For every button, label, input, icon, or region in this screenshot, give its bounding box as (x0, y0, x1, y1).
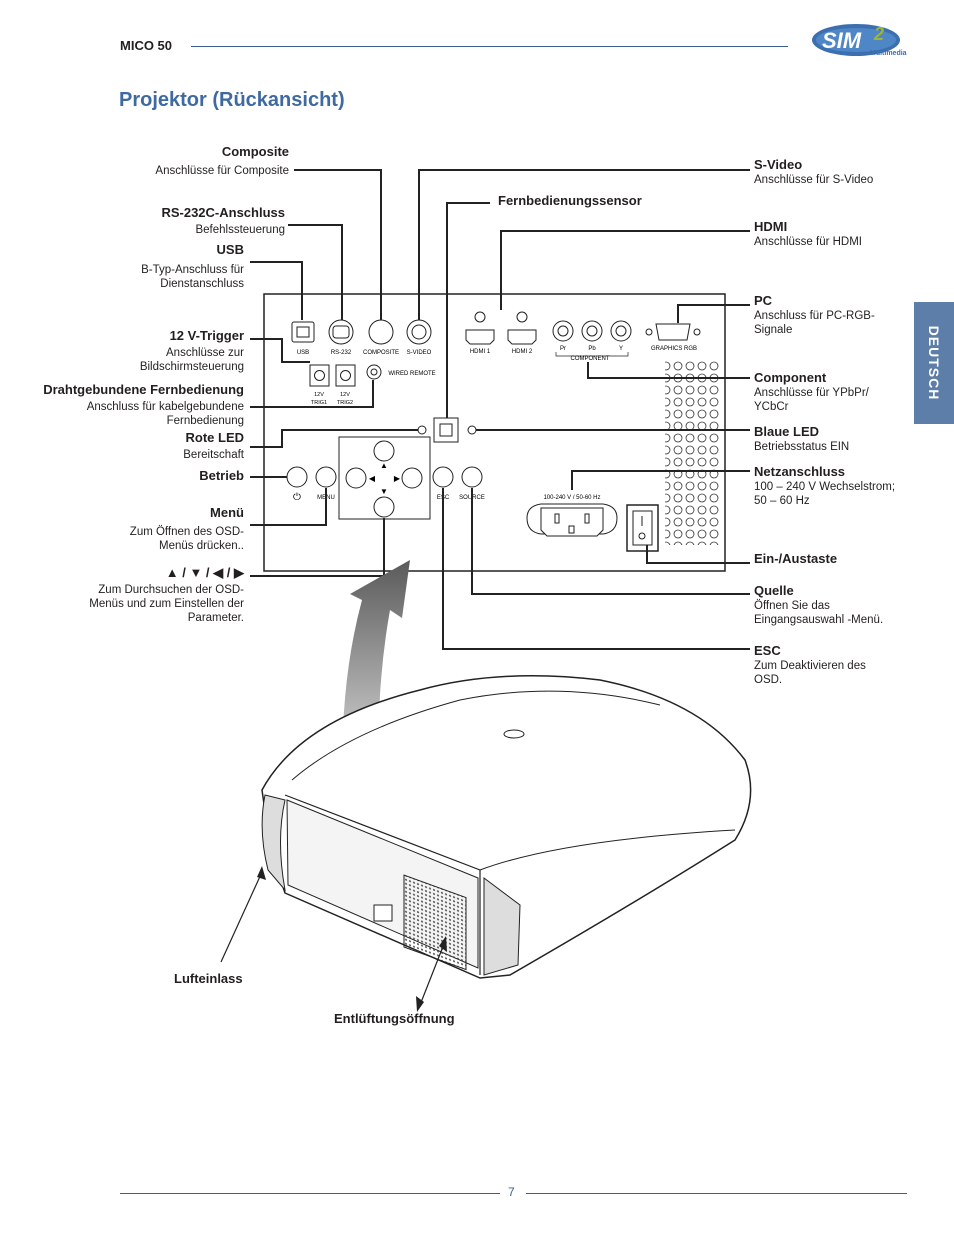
redled-desc: Bereitschaft (183, 449, 244, 461)
svg-text:12V: 12V (314, 392, 324, 398)
usb-desc: B-Typ-Anschluss für Dienstanschluss (141, 264, 244, 290)
svg-text:SIM: SIM (822, 28, 862, 53)
hdmi-label: HDMI (754, 219, 788, 234)
wired-label: Drahtgebundene Fernbedienung (43, 382, 244, 397)
panel-usb-label: USB (297, 350, 309, 356)
svideo-desc: Anschlüsse für S-Video (754, 174, 874, 186)
menu-desc: Zum Öffnen des OSD-Menüs drücken.. (129, 526, 244, 552)
panel-pb-label: Pb (588, 346, 596, 352)
panel-graphics-label: GRAPHICS RGB (651, 346, 697, 352)
footer-rule-left (120, 1193, 500, 1194)
model-name: MICO 50 (120, 38, 173, 53)
svg-text:⏻: ⏻ (293, 492, 301, 503)
panel-rs232-label: RS-232 (331, 350, 352, 356)
svg-text:▼: ▼ (380, 487, 388, 496)
menu-label: Menü (210, 505, 244, 520)
composite-label: Composite (221, 144, 289, 159)
intake-label: Lufteinlass (174, 971, 243, 986)
panel-hdmi2-label: HDMI 2 (512, 349, 533, 355)
svg-text:▲: ▲ (380, 461, 388, 470)
svg-text:TRIG2: TRIG2 (337, 400, 353, 406)
svideo-label: S-Video (754, 157, 803, 172)
arrows-desc: Zum Durchsuchen der OSD-Menüs und zum Ei… (89, 584, 244, 624)
trigger-label: 12 V-Trigger (169, 328, 244, 343)
component-desc: Anschlüsse für YPbPr/ YCbCr (754, 387, 869, 413)
redled-label: Rote LED (185, 430, 245, 445)
esc-label: ESC (754, 643, 781, 658)
svg-text:Multimedia: Multimedia (870, 50, 907, 57)
panel-y-label: Y (619, 346, 623, 352)
betrieb-label: Betrieb (199, 468, 244, 483)
panel-pr-label: Pr (560, 346, 566, 352)
arrows-label: ▲ / ▼ / ◀ / ▶ (165, 565, 244, 580)
pc-label: PC (754, 293, 773, 308)
footer-rule-right (526, 1193, 907, 1194)
blueled-desc: Betriebsstatus EIN (754, 441, 850, 453)
svg-text:TRIG1: TRIG1 (311, 400, 327, 406)
svg-text:12V: 12V (340, 392, 350, 398)
usb-label: USB (216, 242, 244, 257)
page-number: 7 (508, 1185, 515, 1199)
switch-label: Ein-/Austaste (754, 551, 838, 566)
page-title: Projektor (Rückansicht) (119, 89, 345, 111)
rs232-desc: Befehlssteuerung (195, 224, 285, 236)
panel-composite-label: COMPOSITE (363, 350, 399, 356)
panel-voltage-label: 100-240 V / 50-60 Hz (543, 495, 600, 501)
wired-desc: Anschluss für kabelgebundene Fernbedienu… (86, 401, 244, 427)
blueled-label: Blaue LED (754, 424, 820, 439)
header-rule (191, 46, 788, 47)
sensor-label: Fernbedienungssensor (498, 193, 642, 208)
panel-component-label: COMPONENT (571, 356, 610, 362)
vent-label: Entlüftungsöffnung (334, 1011, 455, 1026)
svg-text:▶: ▶ (394, 474, 401, 483)
rs232-label: RS-232C-Anschluss (161, 205, 285, 220)
panel-hdmi1-label: HDMI 1 (470, 349, 491, 355)
svg-text:2: 2 (873, 24, 884, 44)
trigger-desc: Anschlüsse zur Bildschirmsteuerung (139, 347, 244, 373)
panel-wired-label: WIRED REMOTE (388, 371, 435, 377)
esc-desc: Zum Deaktivieren des OSD. (754, 660, 866, 686)
svg-text:◀: ◀ (369, 474, 376, 483)
source-desc: Öffnen Sie das Eingangsauswahl -Menü. (754, 600, 884, 626)
source-label: Quelle (754, 583, 794, 598)
brand-logo: SIM 2 Multimedia (812, 24, 907, 57)
projector-illustration (261, 675, 752, 979)
panel-svideo-label: S-VIDEO (407, 350, 432, 356)
power-label: Netzanschluss (754, 464, 846, 479)
composite-desc: Anschlüsse für Composite (155, 165, 289, 177)
hdmi-desc: Anschlüsse für HDMI (754, 236, 863, 248)
language-tab: DEUTSCH (914, 302, 954, 424)
pc-desc: Anschluss für PC-RGB-Signale (754, 310, 875, 336)
component-label: Component (754, 370, 827, 385)
power-desc: 100 – 240 V Wechselstrom; 50 – 60 Hz (754, 481, 896, 507)
panel-vent (665, 360, 720, 545)
